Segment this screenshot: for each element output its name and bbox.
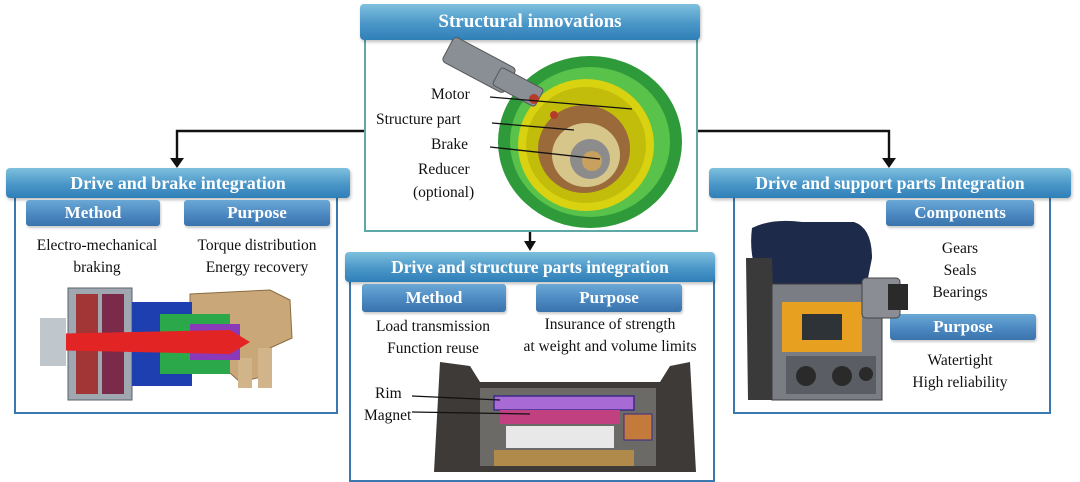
brake-cross-section-image bbox=[40, 287, 293, 401]
left-method-line-2: braking bbox=[73, 259, 121, 276]
label-structure-part: Structure part bbox=[376, 111, 461, 128]
left-purpose-line-1: Torque distribution bbox=[197, 237, 317, 254]
drive-brake-title: Drive and brake integration bbox=[6, 168, 350, 198]
center-method-label: Method bbox=[362, 284, 506, 312]
arrow-to-right bbox=[696, 129, 891, 160]
right-components-line-3: Bearings bbox=[932, 284, 988, 301]
structural-innovations-title: Structural innovations bbox=[360, 4, 700, 40]
center-method-line-2: Function reuse bbox=[387, 340, 479, 357]
label-reducer: Reducer bbox=[418, 161, 470, 178]
right-components-line-1: Gears bbox=[941, 240, 979, 257]
gearbox-cutaway-image bbox=[746, 220, 908, 401]
label-reducer-optional: (optional) bbox=[413, 184, 475, 201]
in-wheel-motor-image bbox=[442, 37, 682, 228]
right-components-label: Components bbox=[886, 200, 1034, 226]
center-purpose-label: Purpose bbox=[536, 284, 682, 312]
drive-support-title: Drive and support parts Integration bbox=[709, 168, 1071, 198]
left-purpose-label: Purpose bbox=[184, 200, 330, 226]
rim-magnet-cross-section-image bbox=[411, 362, 696, 472]
center-method-line-1: Load transmission bbox=[375, 318, 491, 335]
drive-structure-title: Drive and structure parts integration bbox=[345, 252, 715, 282]
right-purpose-line-1: Watertight bbox=[927, 352, 993, 369]
label-rim: Rim bbox=[375, 385, 402, 402]
right-purpose-label: Purpose bbox=[890, 314, 1036, 340]
right-components-line-2: Seals bbox=[943, 262, 977, 279]
arrow-to-left bbox=[175, 129, 366, 160]
label-motor: Motor bbox=[431, 86, 470, 103]
label-magnet: Magnet bbox=[364, 407, 412, 424]
left-method-line-1: Electro-mechanical bbox=[36, 237, 158, 254]
center-purpose-line-2: at weight and volume limits bbox=[523, 338, 697, 355]
center-purpose-line-1: Insurance of strength bbox=[544, 316, 676, 333]
right-purpose-line-2: High reliability bbox=[912, 374, 1008, 391]
left-purpose-line-2: Energy recovery bbox=[205, 259, 309, 276]
label-brake: Brake bbox=[431, 136, 469, 153]
left-method-label: Method bbox=[26, 200, 160, 226]
